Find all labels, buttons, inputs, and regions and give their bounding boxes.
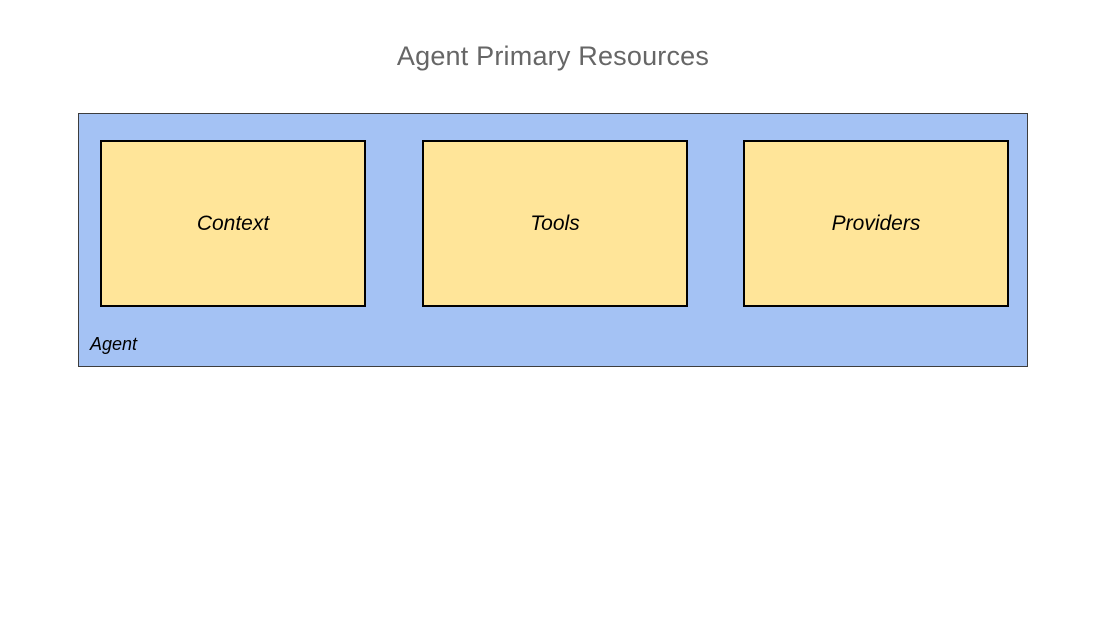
tools-box: Tools bbox=[422, 140, 688, 307]
providers-box: Providers bbox=[743, 140, 1009, 307]
providers-box-label: Providers bbox=[831, 212, 921, 235]
agent-group-label: Agent bbox=[90, 334, 138, 354]
context-box-label: Context bbox=[196, 212, 270, 235]
tools-box-label: Tools bbox=[530, 212, 580, 235]
diagram-title: Agent Primary Resources bbox=[396, 41, 710, 71]
context-box: Context bbox=[100, 140, 366, 307]
agent-group-container: Context Tools Providers Agent bbox=[78, 113, 1028, 367]
